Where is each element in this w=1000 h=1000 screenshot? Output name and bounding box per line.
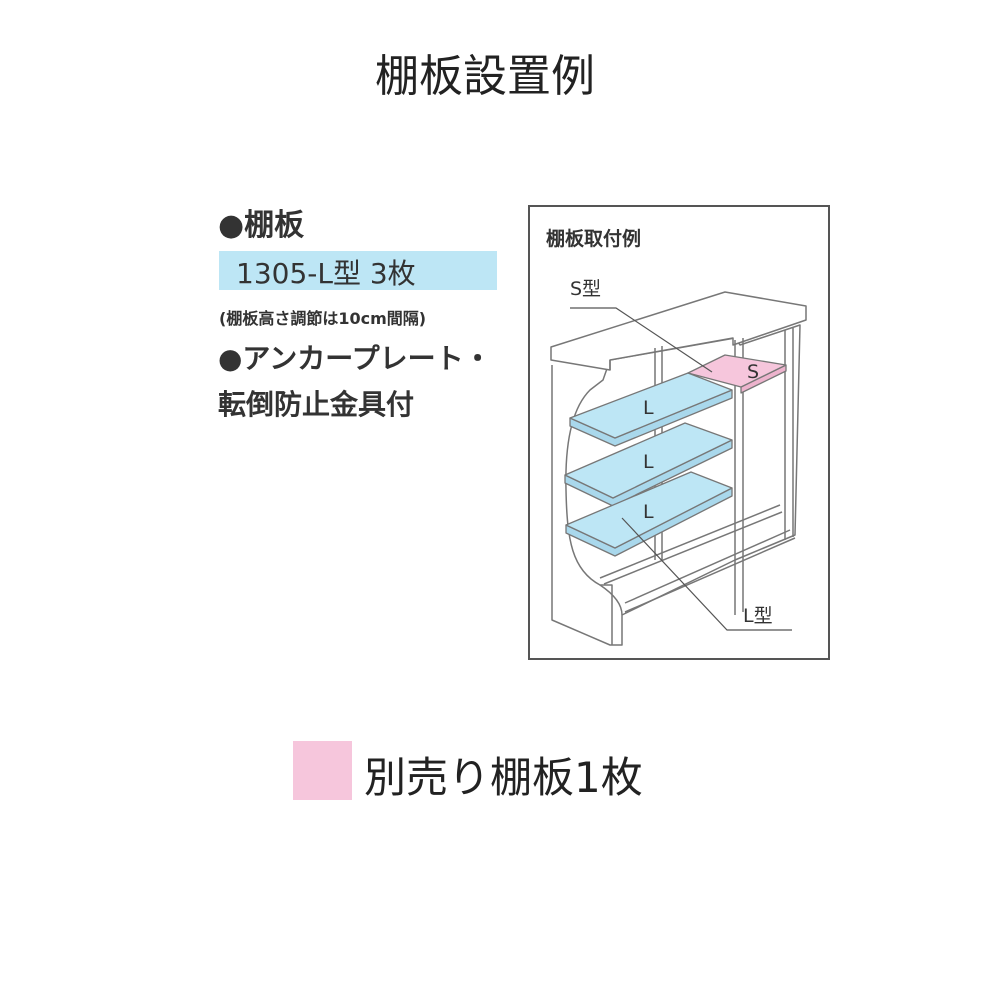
diagram-title: 棚板取付例 (546, 227, 641, 250)
s-type-leader (570, 307, 713, 373)
l-shelf-label: L (643, 501, 654, 523)
s-shelf-label: S (747, 361, 759, 383)
page-title: 棚板設置例 (375, 51, 595, 102)
shelf-adjust-note: (棚板高さ調節は10cm間隔) (219, 309, 427, 328)
legend-swatch-pink (293, 741, 352, 800)
l-shelf-top (569, 372, 733, 439)
l-shelf-label: L (643, 397, 654, 419)
l-shelf-bottom (565, 471, 733, 549)
shelf-diagram: 棚板取付例 S型 L型 S L L L (546, 227, 807, 646)
shelf-model: 1305-L型 3枚 (236, 257, 416, 290)
legend-text: 別売り棚板1枚 (364, 753, 643, 802)
cabinet-roof (550, 291, 807, 371)
l-shelf-label: L (643, 451, 654, 473)
anchor-line-2: 転倒防止金具付 (218, 388, 415, 421)
s-shelf (687, 354, 787, 388)
anchor-line-1: ●アンカープレート・ (218, 342, 492, 375)
diagram-frame (528, 205, 830, 660)
l-shelf-middle (564, 422, 733, 499)
l-type-leader (621, 517, 792, 631)
model-highlight-band (219, 251, 497, 290)
s-type-label: S型 (570, 278, 601, 300)
shelf-heading: ●棚板 (218, 208, 305, 243)
l-type-label: L型 (743, 605, 773, 627)
